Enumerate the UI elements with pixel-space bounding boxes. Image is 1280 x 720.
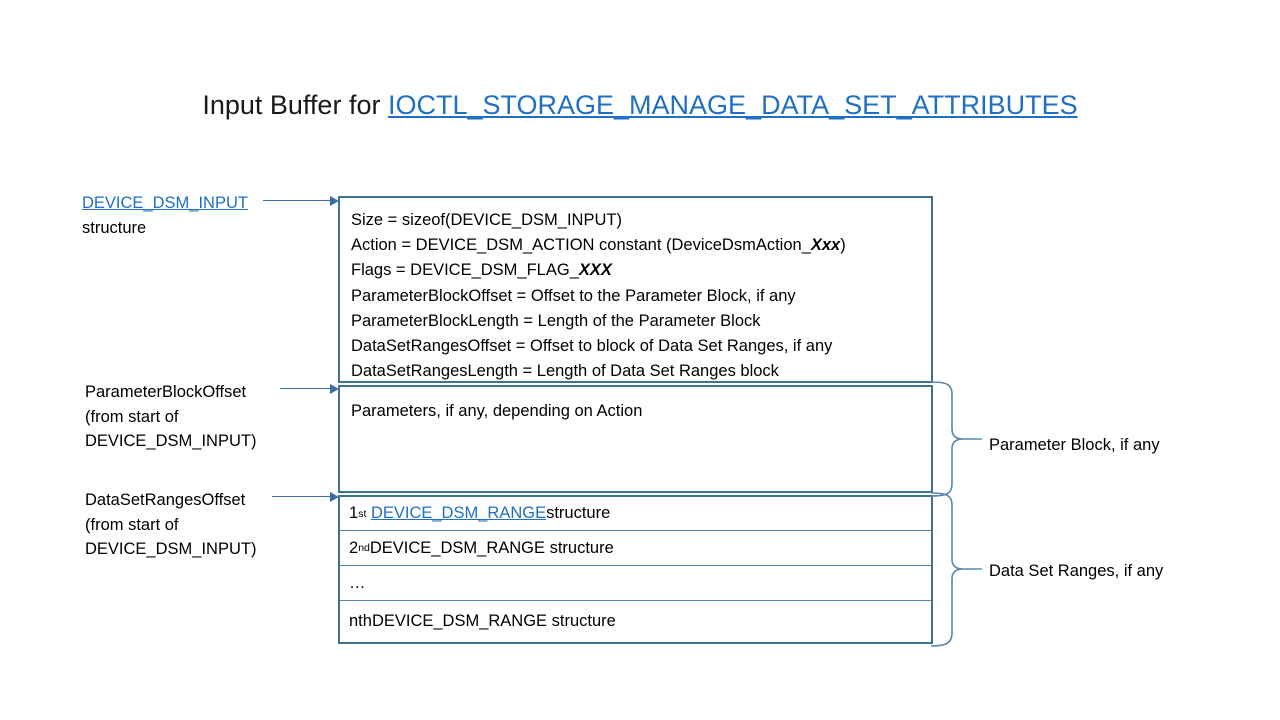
label-dataset-ranges-offset-line1: DataSetRangesOffset — [85, 491, 246, 509]
label-dataset-ranges-offset-line3: DEVICE_DSM_INPUT) — [85, 540, 257, 558]
brace-label-dataset-ranges: Data Set Ranges, if any — [989, 562, 1164, 580]
label-parameter-block-offset-line2: (from start of — [85, 407, 179, 426]
field-flags-pre: Flags = DEVICE_DSM_FLAG_ — [351, 261, 579, 280]
device-dsm-input-header-box: Size = sizeof(DEVICE_DSM_INPUT) Action =… — [338, 196, 933, 383]
arrow-head — [330, 491, 339, 502]
parameters-box-text: Parameters, if any, depending on Action — [351, 402, 643, 420]
label-parameter-block-offset: ParameterBlockOffset (from start of DEVI… — [85, 380, 256, 454]
page-title-prefix: Input Buffer for — [202, 90, 388, 120]
range-row-2-ordinal: 2 — [349, 538, 359, 557]
field-action-pre: Action = DEVICE_DSM_ACTION constant (Dev… — [351, 236, 811, 255]
link-device-dsm-input[interactable]: DEVICE_DSM_INPUT — [82, 194, 248, 212]
label-parameter-block-offset-line3: DEVICE_DSM_INPUT) — [85, 432, 257, 450]
range-row-1-ordinal: 1 — [349, 504, 359, 522]
arrow-shaft — [263, 200, 331, 202]
label-device-dsm-input-line2: structure — [82, 218, 147, 237]
brace-label-parameter-block: Parameter Block, if any — [989, 436, 1160, 454]
field-action-em: Xxx — [810, 236, 841, 255]
field-parameter-block-length: ParameterBlockLength = Length of the Par… — [351, 311, 761, 330]
arrow-to-ranges-box-icon — [272, 491, 339, 502]
field-flags-em: XXX — [578, 261, 612, 280]
arrow-head — [330, 195, 339, 206]
page-title: Input Buffer for IOCTL_STORAGE_MANAGE_DA… — [0, 88, 1280, 122]
field-dataset-ranges-length: DataSetRangesLength = Length of Data Set… — [351, 362, 779, 381]
brace-parameter-block-icon — [930, 381, 985, 497]
label-parameter-block-offset-line1: ParameterBlockOffset — [85, 383, 247, 401]
field-flags: Flags = DEVICE_DSM_FLAG_XXX — [351, 258, 931, 283]
range-row-3-ordinal: … — [349, 573, 366, 592]
arrow-to-header-box-icon — [263, 195, 339, 206]
range-row-1-tail: structure — [546, 504, 611, 522]
arrow-to-parameters-box-icon — [280, 383, 339, 394]
link-device-dsm-range[interactable]: DEVICE_DSM_RANGE — [370, 504, 547, 522]
label-dataset-ranges-offset-line2: (from start of — [85, 515, 179, 534]
brace-dataset-ranges-icon — [930, 492, 985, 647]
arrow-shaft — [280, 388, 331, 390]
range-row: … — [340, 566, 931, 601]
field-parameter-block-offset: ParameterBlockOffset = Offset to the Par… — [351, 286, 796, 305]
label-dataset-ranges-offset: DataSetRangesOffset (from start of DEVIC… — [85, 488, 256, 562]
field-action: Action = DEVICE_DSM_ACTION constant (Dev… — [351, 233, 931, 258]
page-title-link[interactable]: IOCTL_STORAGE_MANAGE_DATA_SET_ATTRIBUTES — [387, 90, 1078, 120]
field-dataset-ranges-offset: DataSetRangesOffset = Offset to block of… — [351, 337, 833, 356]
range-row: nth DEVICE_DSM_RANGE structure — [340, 601, 931, 642]
field-size: Size = sizeof(DEVICE_DSM_INPUT) — [351, 211, 622, 229]
arrow-shaft — [272, 496, 331, 498]
field-action-post: ) — [840, 236, 846, 255]
parameters-box: Parameters, if any, depending on Action — [338, 385, 933, 493]
arrow-head — [330, 383, 339, 394]
range-row-4-ordinal: nth — [349, 612, 372, 630]
range-row-4-text: DEVICE_DSM_RANGE structure — [371, 612, 616, 630]
range-row-2-text: DEVICE_DSM_RANGE structure — [369, 538, 614, 557]
label-device-dsm-input: DEVICE_DSM_INPUT structure — [82, 191, 248, 240]
